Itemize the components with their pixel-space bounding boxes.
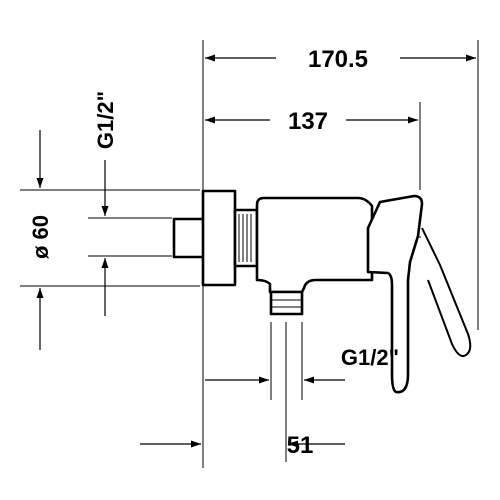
inlet-thread-label: G1/2" xyxy=(93,91,118,149)
wall-diameter-label: ø 60 xyxy=(28,215,53,259)
dimension-lines xyxy=(36,54,476,448)
faucet-body xyxy=(172,189,472,394)
thread-detail xyxy=(238,214,302,308)
overall-width-label: 170.5 xyxy=(308,46,368,73)
body-width-label: 137 xyxy=(288,108,328,135)
outlet-thread-label: G1/2" xyxy=(341,345,399,370)
outlet-offset-label: 51 xyxy=(287,432,314,459)
